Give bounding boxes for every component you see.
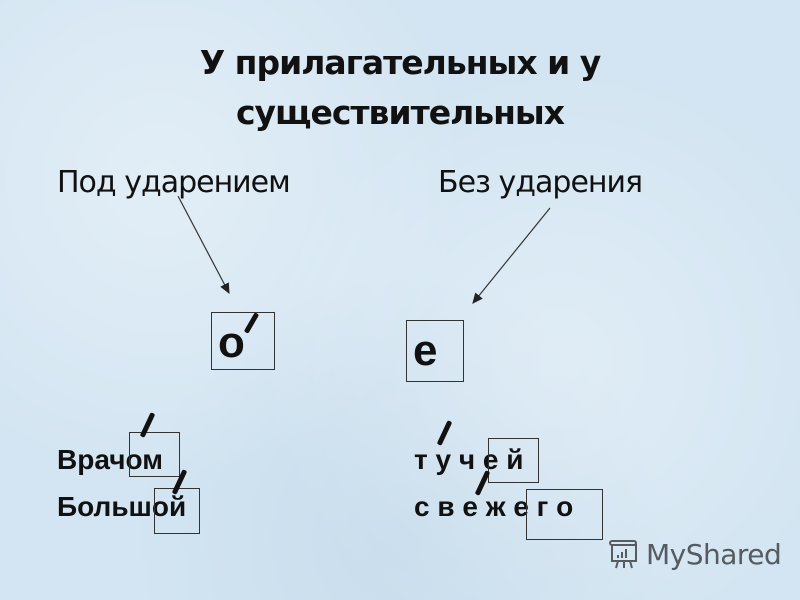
unstressed-letter: е xyxy=(413,326,438,375)
arrow-right xyxy=(472,207,551,304)
stressed-heading: Под ударением xyxy=(57,165,291,200)
example-tuchei: т у ч е й xyxy=(414,444,524,475)
unstressed-letter-box xyxy=(406,320,464,382)
slide-title: У прилагательных и у существительных xyxy=(0,38,800,138)
watermark-text: MyShared xyxy=(646,537,782,571)
example-vrachom: Врачом xyxy=(57,444,163,475)
example-svezhego: с в е ж е г о xyxy=(414,491,574,522)
stressed-letter-box xyxy=(211,312,275,370)
stressed-letter: о xyxy=(218,318,245,367)
presentation-board-icon xyxy=(609,540,637,569)
ending-box-svezhego xyxy=(526,489,603,540)
ending-box-tuchei xyxy=(488,438,539,483)
title-line-2: существительных xyxy=(235,93,565,132)
ending-box-bolshoi xyxy=(154,488,200,534)
arrow-left xyxy=(177,195,230,295)
ending-box-vrachom xyxy=(129,432,180,477)
title-line-1: У прилагательных и у xyxy=(199,43,602,82)
example-bolshoi: Большой xyxy=(57,491,187,522)
myshared-watermark: MyShared xyxy=(608,537,782,571)
unstressed-heading: Без ударения xyxy=(438,165,643,200)
